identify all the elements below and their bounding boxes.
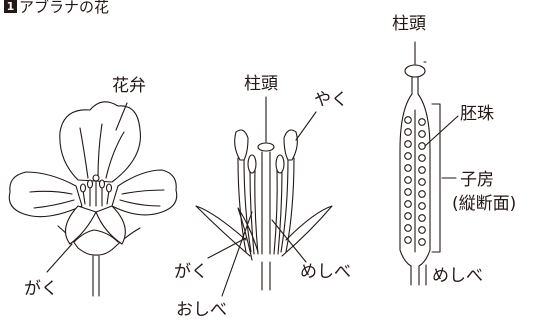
figure-title-text: アブラナの花: [19, 0, 110, 16]
ovary-label: 子房: [460, 170, 494, 190]
stigma-label-middle: 柱頭: [244, 74, 278, 94]
anther-label: やく: [314, 90, 348, 110]
petal-label: 花弁: [112, 76, 146, 96]
pistil-label-middle: めしべ: [300, 262, 351, 282]
stamen-label: おしべ: [176, 300, 227, 320]
figure-title: 1 アブラナの花: [4, 0, 109, 17]
ovule-label: 胚珠: [460, 104, 494, 124]
pistil-section-drawing: [399, 41, 459, 286]
whole-flower-drawing: [8, 101, 178, 297]
figure-number-badge: 1: [4, 0, 17, 13]
section-label: (縦断面): [452, 194, 517, 214]
stigma-label-right: 柱頭: [392, 14, 426, 34]
pistil-label-right: めしべ: [432, 266, 483, 286]
dissected-flower-drawing: [195, 96, 333, 297]
sepal-label-left: がく: [24, 279, 58, 299]
sepal-label-middle: がく: [174, 262, 208, 282]
